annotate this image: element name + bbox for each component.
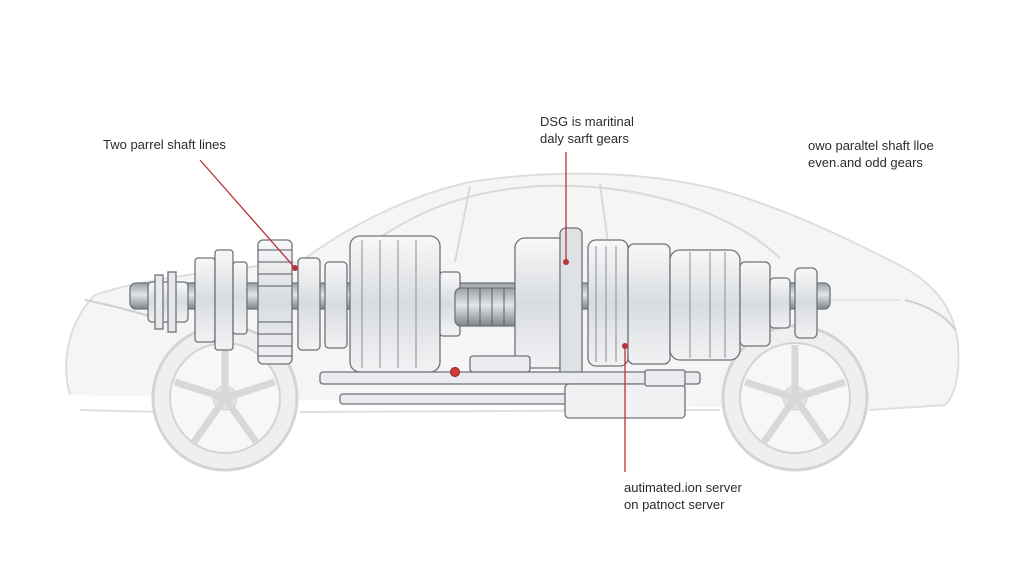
callout-bottom-line1: autimated.ion server — [624, 480, 742, 495]
callout-right-line1: owo paraltel shaft lloe — [808, 138, 934, 153]
callout-bottom: autimated.ion server on patnoct server — [624, 479, 742, 513]
callout-top: DSG is maritinal daly sarft gears — [540, 113, 634, 147]
gear-housing-right — [669, 249, 818, 361]
input-flange — [147, 271, 189, 333]
leader-left — [199, 159, 296, 269]
gear-cluster-left — [194, 239, 321, 365]
callout-right: owo paraltel shaft lloe even.and odd gea… — [808, 137, 934, 171]
sensor-icon — [450, 367, 460, 377]
window-pillar — [454, 185, 471, 263]
leader-lines — [199, 152, 626, 472]
dual-clutch-drum — [514, 227, 671, 381]
callout-right-line2: even.and odd gears — [808, 155, 923, 170]
headlight-right — [904, 299, 956, 331]
leader-dots — [292, 259, 628, 349]
transmission-assembly — [129, 227, 831, 419]
callout-bottom-line2: on patnoct server — [624, 497, 725, 512]
callout-top-line1: DSG is maritinal — [540, 114, 634, 129]
wheel-rear — [721, 324, 869, 472]
clutch-housing-left — [324, 235, 461, 373]
roof-line — [349, 184, 781, 261]
callout-left-line1: Two parrel shaft lines — [103, 137, 226, 152]
callout-left: Two parrel shaft lines — [103, 136, 226, 153]
callout-top-line2: daly sarft gears — [540, 131, 629, 146]
mechatronic-unit — [319, 355, 701, 419]
